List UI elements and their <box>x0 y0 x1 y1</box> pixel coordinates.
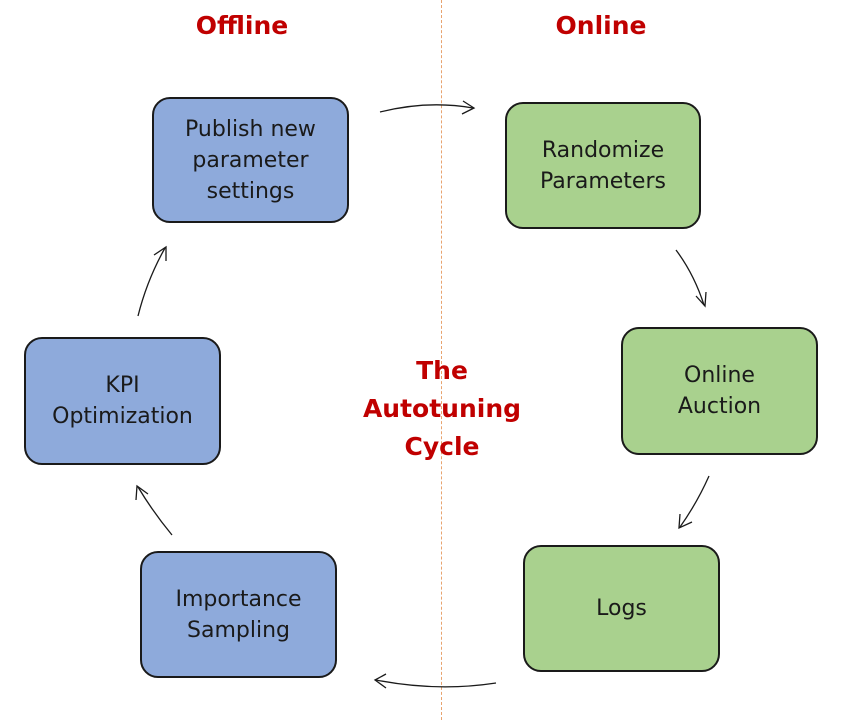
arrowhead <box>695 291 707 308</box>
arrow-logs-to-importance <box>375 679 497 688</box>
arrowhead <box>461 100 476 115</box>
arrow-kpi-to-publish <box>137 247 166 317</box>
cycle-title: The Autotuning Cycle <box>352 352 532 466</box>
cycle-title-line: Autotuning <box>362 394 522 423</box>
node-label-line: Logs <box>596 596 647 621</box>
node-label-line: Parameters <box>540 168 666 194</box>
arrow-randomize-to-auction <box>675 249 705 306</box>
node-label-line: Randomize <box>541 137 665 163</box>
node-label-line: Publish new <box>185 116 316 142</box>
node-label-line: parameter <box>192 147 309 173</box>
node-importance-sampling: Importance Sampling <box>140 551 337 678</box>
arrowhead <box>135 484 149 501</box>
node-label-line: KPI <box>105 373 140 398</box>
cycle-title-line: Cycle <box>404 432 480 461</box>
arrowhead <box>678 513 693 530</box>
arrowhead <box>373 673 387 689</box>
node-label-line: Sampling <box>187 617 290 643</box>
node-logs: Logs <box>523 545 720 672</box>
online-header: Online <box>555 11 647 40</box>
offline-header: Offline <box>195 11 289 40</box>
arrow-publish-to-randomize <box>379 104 474 113</box>
arrow-importance-to-kpi <box>137 486 173 536</box>
arrow-auction-to-logs <box>679 475 710 528</box>
node-label-line: Optimization <box>52 404 193 429</box>
node-label-line: Auction <box>677 394 762 419</box>
arrowhead <box>153 245 167 261</box>
node-label-line: Online <box>684 363 755 388</box>
node-online-auction: Online Auction <box>621 327 818 455</box>
node-randomize-parameters: Randomize Parameters <box>505 102 701 229</box>
node-label-line: settings <box>206 178 295 204</box>
offline-online-divider <box>441 0 442 720</box>
node-kpi-optimization: KPI Optimization <box>24 337 221 465</box>
node-publish-parameters: Publish new parameter settings <box>152 97 349 223</box>
node-label-line: Importance <box>175 586 302 612</box>
cycle-title-line: The <box>416 356 468 385</box>
